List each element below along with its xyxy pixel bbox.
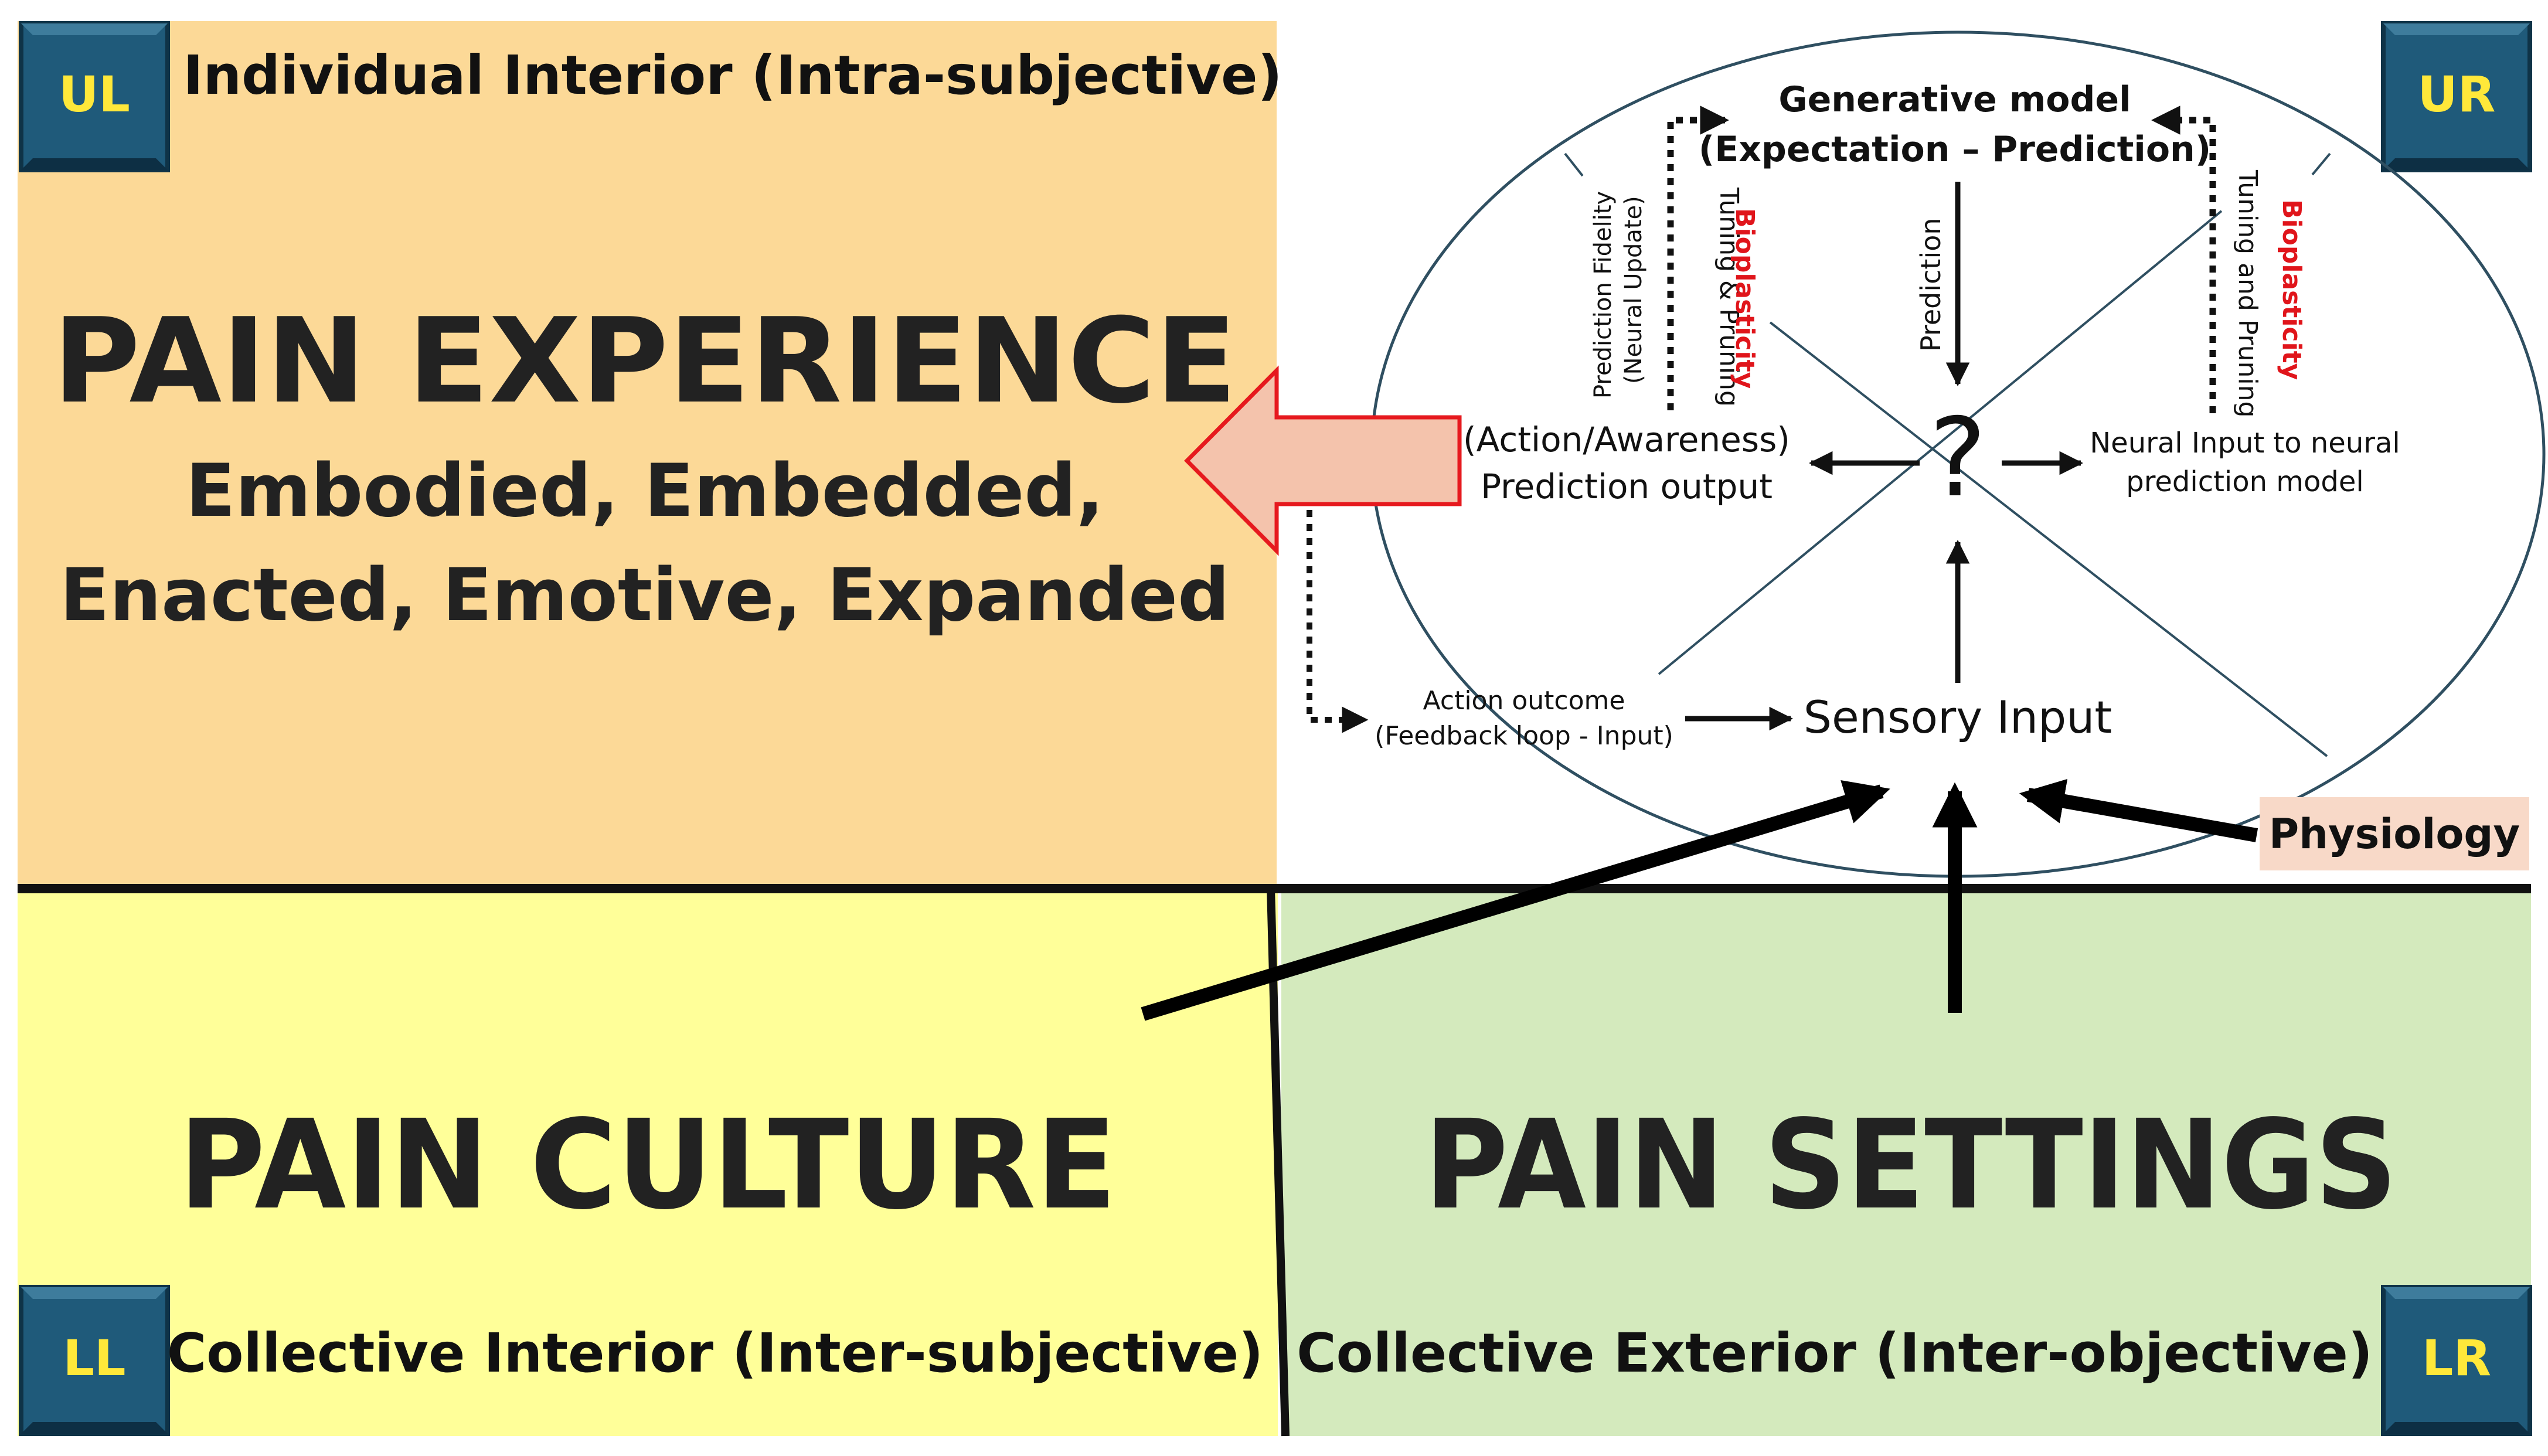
ll-quadrant (18, 891, 1278, 1436)
ul-badge-label: UL (59, 66, 130, 123)
pain-experience-title: PAIN EXPERIENCE (53, 293, 1237, 430)
physiology-label: Physiology (2269, 810, 2520, 858)
neural-update-label: (Neural Update) (1620, 196, 1647, 384)
pain-settings-title: PAIN SETTINGS (1424, 1093, 2397, 1237)
bioplasticity-right-label: Bioplasticity (2277, 199, 2307, 380)
neural-input-label: Neural Input to neural (2090, 427, 2400, 460)
generative-model-label: Generative model (1778, 79, 2131, 120)
tick-left (1564, 152, 1584, 177)
ur-badge: UR (2381, 21, 2532, 172)
ll-badge: LL (19, 1285, 170, 1436)
pain-culture-title: PAIN CULTURE (179, 1093, 1117, 1237)
bioplasticity-left-label: Bioplasticity (1730, 208, 1760, 389)
physiology-to-sensory-arrow (2019, 778, 2258, 842)
sensory-input-label: Sensory Input (1804, 691, 2112, 743)
ll-heading: Collective Interior (Inter-subjective) (167, 1322, 1263, 1384)
action-awareness-label: (Action/Awareness) (1463, 420, 1790, 460)
culture-to-sensory-arrow (1141, 780, 1890, 1021)
feedback-loop-label: (Feedback loop - Input) (1375, 721, 1673, 751)
arrow-left-icon (1184, 365, 1462, 556)
pain-experience-subtitle-2: Enacted, Emotive, Expanded (60, 553, 1230, 638)
ur-badge-label: UR (2418, 66, 2496, 123)
question-mark: ? (1929, 394, 1986, 521)
tuning-pruning-left-label: Tuning & Pruning (1714, 187, 1744, 407)
lr-heading: Collective Exterior (Inter-objective) (1297, 1322, 2373, 1384)
lr-quadrant (1281, 891, 2531, 1436)
tuning-pruning-right-label: Tuning and Pruning (2233, 169, 2263, 417)
x-line-tl-br (1769, 321, 2328, 757)
neural-prediction-model-label: prediction model (2126, 465, 2364, 498)
dotted-arrow-left-loop (1667, 106, 1729, 410)
ul-quadrant (18, 21, 1277, 885)
prediction-fidelity-label: Prediction Fidelity (1590, 191, 1617, 399)
ul-badge: UL (19, 21, 170, 172)
pain-experience-subtitle-1: Embodied, Embedded, (186, 449, 1104, 533)
physiology-box (2260, 797, 2529, 870)
x-line-tr-bl (1658, 210, 2223, 675)
expectation-prediction-label: (Expectation – Prediction) (1699, 129, 2211, 170)
lr-badge: LR (2381, 1285, 2532, 1436)
prediction-output-label: Prediction output (1481, 467, 1773, 506)
tick-right (2311, 152, 2331, 176)
prediction-label: Prediction (1915, 217, 1947, 352)
ul-heading: Individual Interior (Intra-subjective) (183, 44, 1282, 107)
action-outcome-label: Action outcome (1423, 686, 1625, 716)
lr-badge-label: LR (2422, 1329, 2491, 1387)
ll-badge-label: LL (63, 1329, 125, 1387)
dotted-arrow-feedback (1307, 510, 1369, 733)
